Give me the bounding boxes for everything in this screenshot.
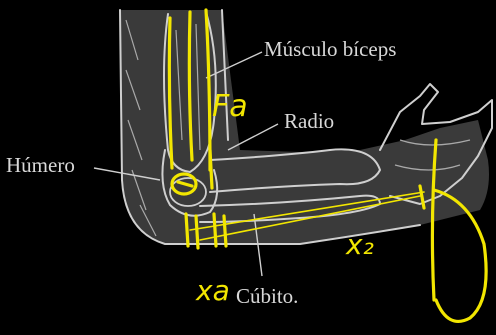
label-biceps: Músculo bíceps (264, 37, 396, 61)
label-humero: Húmero (6, 153, 75, 177)
annotation-fa: Fa (212, 89, 248, 124)
annotation-xa: xa (195, 274, 230, 307)
label-cubito: Cúbito. (236, 284, 298, 308)
annotation-x2: x₂ (345, 228, 374, 261)
label-radio: Radio (284, 109, 334, 133)
